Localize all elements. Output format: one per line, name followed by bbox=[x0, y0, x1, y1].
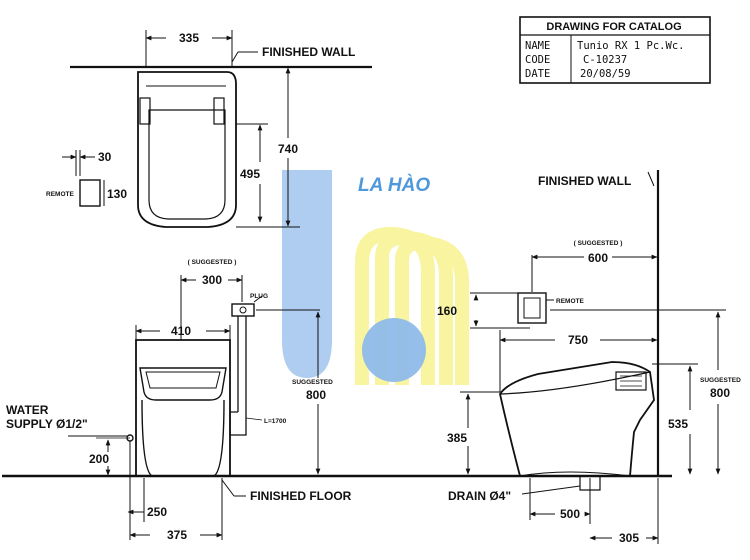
side-drain-offset-label: 500 bbox=[560, 507, 580, 521]
title-block-value-date: 20/08/59 bbox=[580, 68, 631, 80]
watermark-blue-dot bbox=[362, 318, 426, 382]
watermark-yellow-arch-3 bbox=[395, 235, 469, 385]
watermark-yellow-arch-2 bbox=[375, 230, 453, 385]
water-supply-label-2: SUPPLY Ø1/2" bbox=[6, 417, 88, 431]
watermark-blue-bar bbox=[282, 170, 332, 378]
front-suggested-800-label: SUGGESTED bbox=[292, 379, 333, 386]
side-remote-height-label: 160 bbox=[437, 304, 457, 318]
front-supply-offset-label: 250 bbox=[147, 505, 167, 519]
title-block-value-name: Tunio RX 1 Pc.Wc. bbox=[577, 40, 684, 52]
side-view-toilet-outline bbox=[499, 361, 655, 477]
front-plug-label: PLUG bbox=[250, 293, 268, 300]
side-remote-distance-label: 600 bbox=[588, 251, 608, 265]
top-remote-offset-label: 30 bbox=[98, 150, 112, 164]
top-height-label: 740 bbox=[278, 142, 298, 156]
title-block-value-code: C-10237 bbox=[583, 54, 627, 66]
title-block-heading: DRAWING FOR CATALOG bbox=[546, 21, 681, 33]
top-remote-label: REMOTE bbox=[46, 191, 74, 198]
top-view bbox=[62, 30, 372, 228]
side-seat-height-label: 385 bbox=[447, 431, 467, 445]
side-length-label: 750 bbox=[568, 333, 588, 347]
side-total-height-label: 535 bbox=[668, 417, 688, 431]
front-view bbox=[68, 275, 321, 540]
title-block-key-name: NAME bbox=[525, 40, 550, 52]
top-finished-wall-label: FINISHED WALL bbox=[262, 45, 355, 59]
side-view-remote bbox=[517, 292, 547, 324]
front-view-toilet-outline bbox=[135, 339, 231, 477]
water-supply-label-1: WATER bbox=[6, 403, 49, 417]
drain-label: DRAIN Ø4" bbox=[448, 489, 511, 503]
plug-socket bbox=[231, 303, 255, 317]
front-supply-height-label: 200 bbox=[89, 452, 109, 466]
front-cable-label: L=1700 bbox=[264, 418, 287, 425]
top-width-label: 335 bbox=[179, 31, 199, 45]
front-width-label: 410 bbox=[171, 324, 191, 338]
front-plug-spacing-label: 300 bbox=[202, 273, 222, 287]
side-suggested-height-label: 800 bbox=[710, 386, 730, 400]
watermark-text: LA HÀO bbox=[358, 174, 430, 196]
side-wall-offset-label: 305 bbox=[619, 531, 639, 545]
finished-floor-label: FINISHED FLOOR bbox=[250, 489, 352, 503]
power-cable bbox=[229, 316, 247, 436]
front-depth-375-label: 375 bbox=[167, 528, 187, 542]
side-remote-label: REMOTE bbox=[556, 298, 584, 305]
side-suggested-label: ( SUGGESTED ) bbox=[574, 240, 623, 247]
top-remote-height-label: 130 bbox=[107, 187, 127, 201]
top-seat-depth-label: 495 bbox=[240, 167, 260, 181]
top-view-remote bbox=[79, 179, 101, 207]
title-block-key-date: DATE bbox=[525, 68, 550, 80]
side-finished-wall-label: FINISHED WALL bbox=[538, 174, 631, 188]
front-suggested-label: ( SUGGESTED ) bbox=[188, 259, 237, 266]
side-view bbox=[460, 170, 726, 544]
side-suggested-800-label: SUGGESTED bbox=[700, 377, 741, 384]
top-view-toilet-outline bbox=[137, 71, 237, 228]
title-block bbox=[519, 16, 711, 84]
title-block-key-code: CODE bbox=[525, 54, 550, 66]
watermark-logo: LA HÀO bbox=[282, 170, 469, 385]
front-suggested-height-label: 800 bbox=[306, 388, 326, 402]
